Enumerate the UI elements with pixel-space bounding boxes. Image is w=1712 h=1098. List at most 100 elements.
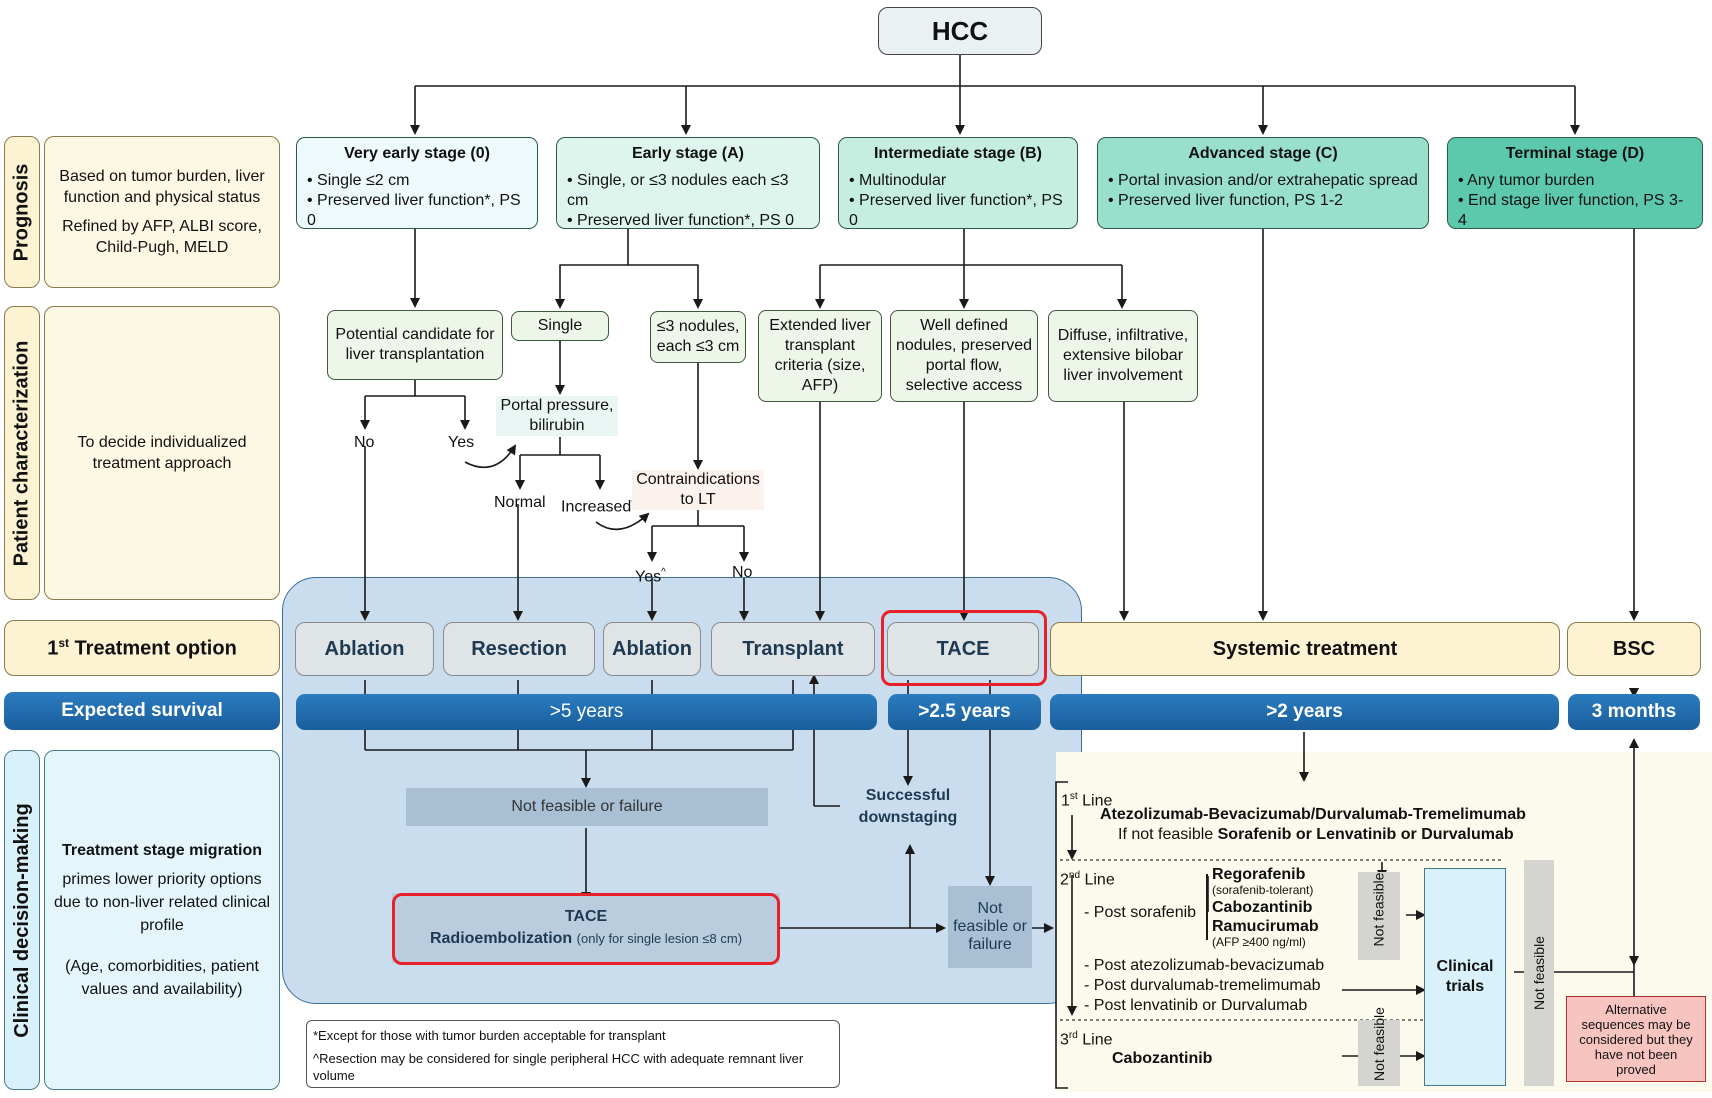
row-prognosis: Prognosis [4,136,40,288]
line-2-label: 2nd Line [1060,870,1115,889]
label-yes-1: Yes [448,434,475,451]
node-candidate: Potential candidate for liver transplant… [327,310,503,380]
node-downstaging: Successful downstaging [852,784,964,830]
footnote-2: ^Resection may be considered for single … [313,1051,804,1083]
label-increased: Increased^ [561,497,636,516]
clinical-description: Treatment stage migration primes lower p… [44,750,280,1090]
node-not-feasible: Not feasible or failure [406,788,768,826]
treatment-resection: Resection [443,622,595,676]
stage-terminal: Terminal stage (D) • Any tumor burden • … [1447,137,1703,229]
post-durva: - Post durvalumab-tremelimumab [1084,977,1321,994]
treatment-ablation-2: Ablation [603,622,701,676]
node-nodules-label: ≤3 nodules, each ≤3 cm [656,318,740,355]
node-extended-label: Extended liver transplant criteria (size… [769,317,871,394]
survival-2-years: >2 years [1050,694,1559,730]
treatment-transplant: Transplant [711,622,875,676]
stage-line: • Multinodular [849,172,947,189]
not-feasible-2-label: Not feasible [1371,1007,1387,1081]
stage-advanced: Advanced stage (C) • Portal invasion and… [1097,137,1429,229]
node-single: Single [511,311,609,341]
node-downstaging-label: Successful downstaging [858,787,958,826]
treatment-label: Ablation [324,637,405,660]
node-portal-label: Portal pressure, bilirubin [500,397,614,434]
prognosis-desc-2: Refined by AFP, ALBI score, Child-Pugh, … [62,218,262,256]
node-nodules: ≤3 nodules, each ≤3 cm [650,311,746,363]
row-treatment-label: 1st Treatment option [47,635,237,660]
not-feasible-3: Not feasible [1524,860,1554,1086]
drug-ramu: Ramucirumab [1212,918,1319,935]
survival-5-years: >5 years [296,694,877,730]
survival-3-months: 3 months [1568,694,1700,730]
line-1-drugs: Atezolizumab-Bevacizumab/Durvalumab-Trem… [1100,806,1526,823]
patient-description: To decide individualized treatment appro… [44,306,280,600]
drug-ramu-note: (AFP ≥400 ng/ml) [1212,935,1306,949]
node-nf-failure: Not feasible or failure [948,886,1032,968]
drug-rego-note: (sorafenib-tolerant) [1212,883,1314,897]
node-tace-radio: TACE Radioembolization (only for single … [392,893,780,963]
post-lenva: - Post lenvatinib or Durvalumab [1084,997,1308,1014]
treatment-label: Ablation [612,637,692,660]
survival-label: >5 years [549,701,624,722]
line-3-label: 3rd Line [1060,1030,1113,1049]
not-feasible-1-label: Not feasible [1370,872,1387,946]
root-label: HCC [931,15,989,46]
row-prognosis-label: Prognosis [10,163,33,261]
stage-line: • Single, or ≤3 nodules each ≤3 cm [567,172,789,209]
stage-line: • Preserved liver function*, PS 0 [567,212,795,229]
tace-highlight [881,610,1047,686]
post-atezo: - Post atezolizumab-bevacizumab [1084,957,1325,974]
treatment-tace: TACE [887,622,1039,676]
stage-line: • Any tumor burden [1458,172,1595,189]
row-survival: Expected survival [4,692,280,730]
node-diffuse: Diffuse, infiltrative, extensive bilobar… [1048,310,1198,402]
stage-intermediate: Intermediate stage (B) • Multinodular • … [838,137,1078,229]
node-extended: Extended liver transplant criteria (size… [758,310,882,402]
root-node: HCC [878,7,1042,55]
stage-line: • Portal invasion and/or extrahepatic sp… [1108,172,1418,189]
clinical-trials: Clinical trials [1424,868,1506,1086]
radio-highlight [392,893,780,965]
node-candidate-label: Potential candidate for liver transplant… [335,326,495,363]
stage-title: Intermediate stage (B) [873,145,1043,162]
node-welldefined-label: Well defined nodules, preserved portal f… [895,317,1033,394]
node-diffuse-label: Diffuse, infiltrative, extensive bilobar… [1057,327,1189,384]
row-treatment: 1st Treatment option [4,620,280,676]
drug-cabo: Cabozantinib [1212,899,1313,916]
stage-line: • End stage liver function, PS 3-4 [1458,192,1684,229]
second-line-drugs: Regorafenib (sorafenib-tolerant) Cabozan… [1212,866,1319,949]
label-yes-2: Yes^ [635,567,666,586]
row-patient: Patient characterization [4,306,40,600]
prognosis-desc-1: Based on tumor burden, liver function an… [59,168,265,206]
stage-early: Early stage (A) • Single, or ≤3 nodules … [556,137,820,229]
treatment-label: Transplant [742,637,844,660]
survival-label: >2 years [1266,701,1343,722]
prognosis-description: Based on tumor burden, liver function an… [44,136,280,288]
clinical-desc-1: primes lower priority options due to non… [53,871,271,934]
node-contra-label: Contraindications to LT [636,471,760,508]
node-contra: Contraindications to LT [632,470,764,510]
row-clinical-label: Clinical decision-making [10,802,33,1038]
stage-title: Advanced stage (C) [1188,145,1338,162]
treatment-label: BSC [1612,637,1656,660]
label-normal: Normal [494,494,546,511]
node-welldefined: Well defined nodules, preserved portal f… [890,310,1038,402]
label-no-1: No [354,434,375,451]
line-3-drug: Cabozantinib [1112,1050,1213,1067]
treatment-bsc: BSC [1567,622,1701,676]
line-1-label: 1st Line [1061,791,1113,810]
treatment-ablation-1: Ablation [295,622,434,676]
treatment-systemic: Systemic treatment [1050,622,1560,676]
survival-label: 3 months [1591,701,1677,722]
line-1-alt: If not feasible Sorafenib or Lenvatinib … [1118,826,1514,843]
clinical-desc-title: Treatment stage migration [61,842,263,859]
row-patient-label: Patient characterization [10,340,33,566]
not-feasible-3-label: Not feasible [1531,936,1547,1010]
node-not-feasible-label: Not feasible or failure [511,798,663,815]
clinical-desc-2: (Age, comorbidities, patient values and … [65,958,259,998]
alternative-sequences-label: Alternative sequences may be considered … [1579,1001,1693,1077]
treatment-label: TACE [936,637,990,660]
drug-rego: Regorafenib [1212,866,1306,883]
stage-line: • Preserved liver function*, PS 0 [849,192,1063,229]
survival-label: >2.5 years [918,701,1011,722]
